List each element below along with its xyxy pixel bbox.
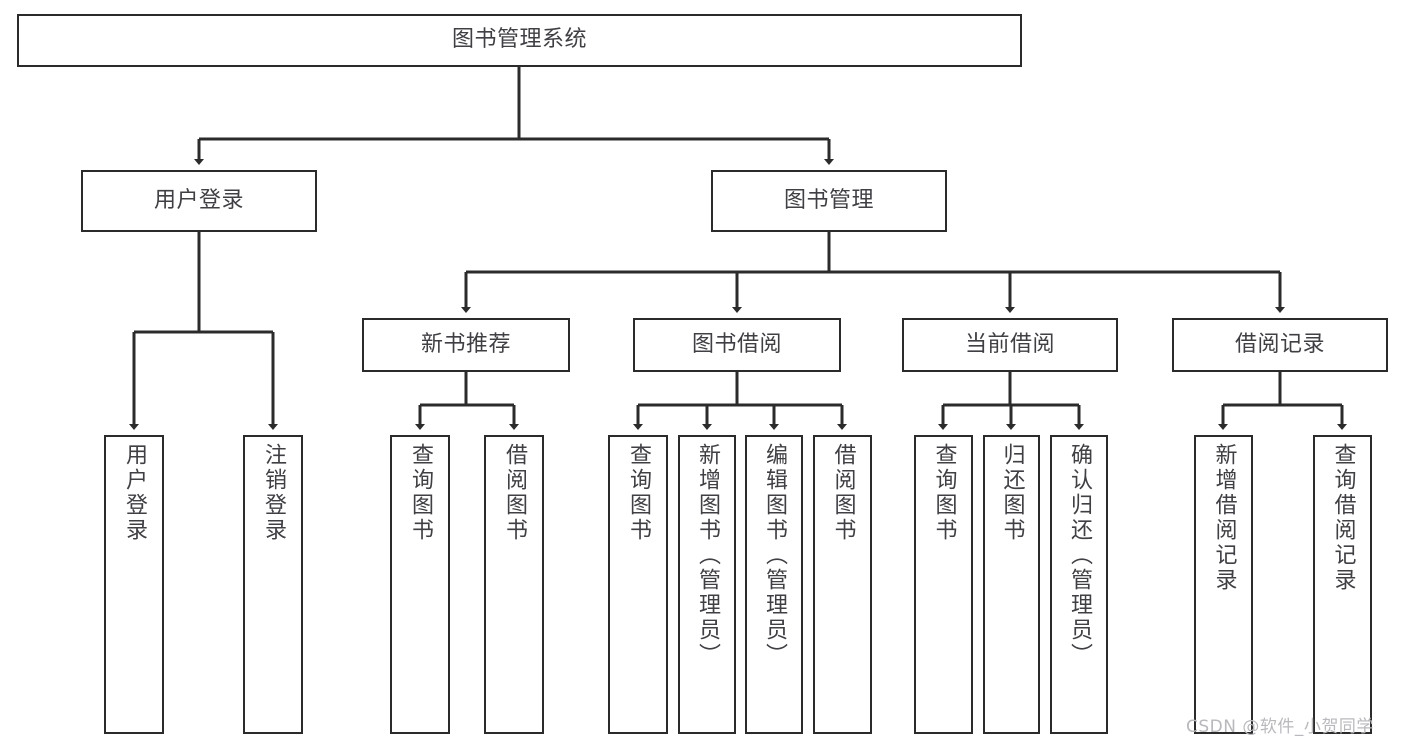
node-label: 借阅图书 — [830, 443, 856, 543]
node-label: 查询图书 — [626, 443, 651, 543]
node-label: 用户登录 — [122, 443, 147, 543]
node-leaf-query-borrow-record[interactable]: 查询借阅记录 — [1313, 435, 1372, 734]
node-root[interactable]: 图书管理系统 — [17, 14, 1022, 67]
node-label: 归还图书 — [999, 443, 1025, 543]
node-borrow-record[interactable]: 借阅记录 — [1172, 318, 1388, 372]
node-leaf-edit-book-admin[interactable]: 编辑图书（管理员） — [745, 435, 803, 734]
node-label: 确认归还（管理员） — [1067, 443, 1092, 668]
node-label: 用户登录 — [153, 187, 244, 213]
node-label: 借阅图书 — [502, 443, 527, 543]
node-label: 借阅记录 — [1234, 331, 1325, 357]
node-book-borrow[interactable]: 图书借阅 — [633, 318, 841, 372]
node-label: 新书推荐 — [420, 331, 511, 357]
node-label: 查询图书 — [408, 443, 433, 543]
node-new-book-recommend[interactable]: 新书推荐 — [362, 318, 570, 372]
node-label: 编辑图书（管理员） — [762, 443, 787, 668]
node-leaf-query-book-recommend[interactable]: 查询图书 — [390, 435, 450, 734]
node-label: 新增图书（管理员） — [695, 443, 720, 668]
node-label: 当前借阅 — [964, 331, 1055, 357]
node-leaf-borrow-book[interactable]: 借阅图书 — [813, 435, 872, 734]
node-leaf-user-login[interactable]: 用户登录 — [104, 435, 164, 734]
node-label: 注销登录 — [261, 443, 286, 543]
watermark: CSDN @软件_小贺同学 — [1186, 717, 1374, 737]
node-leaf-add-borrow-record[interactable]: 新增借阅记录 — [1194, 435, 1253, 734]
node-leaf-confirm-return-admin[interactable]: 确认归还（管理员） — [1050, 435, 1108, 734]
node-leaf-query-book-borrow[interactable]: 查询图书 — [608, 435, 668, 734]
node-user-login[interactable]: 用户登录 — [81, 170, 317, 232]
node-leaf-user-logout[interactable]: 注销登录 — [243, 435, 303, 734]
node-label: 查询图书 — [931, 443, 957, 543]
node-book-management[interactable]: 图书管理 — [711, 170, 947, 232]
node-label: 新增借阅记录 — [1211, 443, 1237, 593]
node-label: 图书管理系统 — [451, 27, 587, 53]
node-leaf-return-book[interactable]: 归还图书 — [983, 435, 1040, 734]
node-leaf-borrow-book-recommend[interactable]: 借阅图书 — [484, 435, 544, 734]
node-label: 图书借阅 — [691, 331, 782, 357]
node-label: 查询借阅记录 — [1330, 443, 1356, 593]
node-leaf-query-book-current[interactable]: 查询图书 — [914, 435, 973, 734]
node-leaf-add-book-admin[interactable]: 新增图书（管理员） — [678, 435, 736, 734]
node-label: 图书管理 — [783, 187, 874, 213]
node-current-borrow[interactable]: 当前借阅 — [902, 318, 1118, 372]
